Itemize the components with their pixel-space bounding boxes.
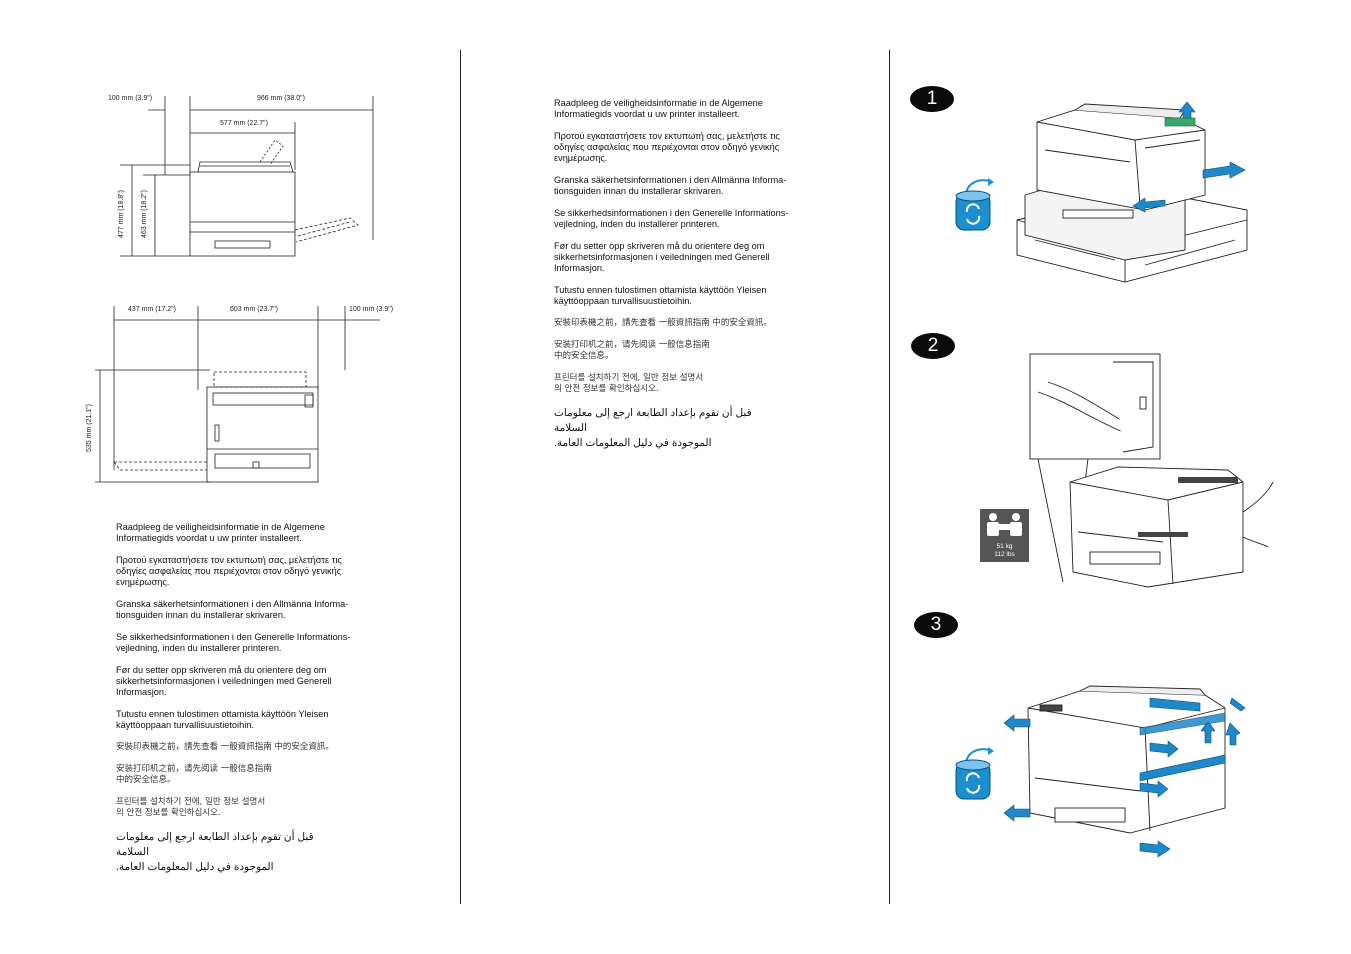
notice-sv: Granska säkerhetsinformationen i den All… (116, 599, 349, 620)
notice-fi: Tutustu ennen tulostimen ottamista käytt… (116, 709, 329, 730)
rotate-icon (955, 747, 994, 800)
step-1-marker: 1 (910, 86, 954, 112)
notice-ar: قبل أن تقوم بإعداد الطابعة ارجع إلى معلو… (116, 831, 314, 873)
notice-el-mid: Προτού εγκαταστήσετε τον εκτυπωτή σας, μ… (554, 131, 780, 163)
two-person-lift-icon (987, 513, 1022, 536)
notice-da-mid: Se sikkerhedsinformationen i den Generel… (554, 208, 789, 229)
notice-no: Før du setter opp skriveren må du orient… (116, 665, 332, 697)
notice-da: Se sikkerhedsinformationen i den Generel… (116, 632, 351, 653)
weight-badge: 51 kg 112 lbs (980, 509, 1029, 562)
step-2-illustration (1029, 353, 1274, 588)
notice-zh-tw: 安裝印表機之前，請先查看 一般資訊指南 中的安全資訊。 (116, 742, 334, 752)
notice-fi-mid: Tutustu ennen tulostimen ottamista käytt… (554, 285, 767, 306)
notice-ko: 프린터를 설치하기 전에, 일반 정보 설명서 의 안전 정보를 확인하십시오. (116, 797, 266, 818)
notice-ko-mid: 프린터를 설치하기 전에, 일반 정보 설명서 의 안전 정보를 확인하십시오. (554, 373, 704, 394)
step-2-marker: 2 (911, 333, 955, 359)
notice-ar-mid: قبل أن تقوم بإعداد الطابعة ارجع إلى معلو… (554, 407, 752, 449)
notice-no-mid: Før du setter opp skriveren må du orient… (554, 241, 770, 273)
notice-zh-tw-mid: 安裝印表機之前，請先查看 一般資訊指南 中的安全資訊。 (554, 318, 772, 328)
dim-body-width: 577 mm (22.7") (220, 120, 269, 127)
dim-right-clearance: 100 mm (3.9") (349, 306, 394, 313)
step-3-marker: 3 (914, 612, 958, 638)
column-divider-right (889, 50, 890, 904)
notice-zh-cn-mid: 安装打印机之前，请先阅读 一般信息指南 中的安全信息。 (554, 340, 710, 361)
notice-nl: Raadpleeg de veiligheidsinformatie in de… (116, 522, 325, 543)
notice-el: Προτού εγκαταστήσετε τον εκτυπωτή σας, μ… (116, 555, 342, 587)
dim-left-clearance: 100 mm (3.9") (108, 95, 153, 102)
weight-kg: 51 kg (996, 543, 1013, 550)
rotate-icon (955, 178, 994, 231)
weight-lbs: 112 lbs (994, 551, 1015, 558)
safety-notice-left: Raadpleeg de veiligheidsinformatie in de… (116, 522, 416, 886)
column-divider-left (460, 50, 461, 904)
safety-notice-middle: Raadpleeg de veiligheidsinformatie in de… (554, 98, 854, 462)
notice-sv-mid: Granska säkerhetsinformationen i den All… (554, 175, 787, 196)
dim-front: 437 mm (17.2") (128, 306, 177, 313)
step-1-illustration (1016, 101, 1248, 283)
notice-nl-mid: Raadpleeg de veiligheidsinformatie in de… (554, 98, 763, 119)
dim-total-width: 966 mm (38.0") (257, 95, 306, 102)
dim-depth: 603 mm (23.7") (230, 306, 279, 313)
side-view-drawing (120, 96, 374, 257)
notice-zh-cn: 安装打印机之前，请先阅读 一般信息指南 中的安全信息。 (116, 764, 272, 785)
step-3-illustration (1003, 685, 1246, 858)
top-view-drawing (95, 306, 380, 483)
